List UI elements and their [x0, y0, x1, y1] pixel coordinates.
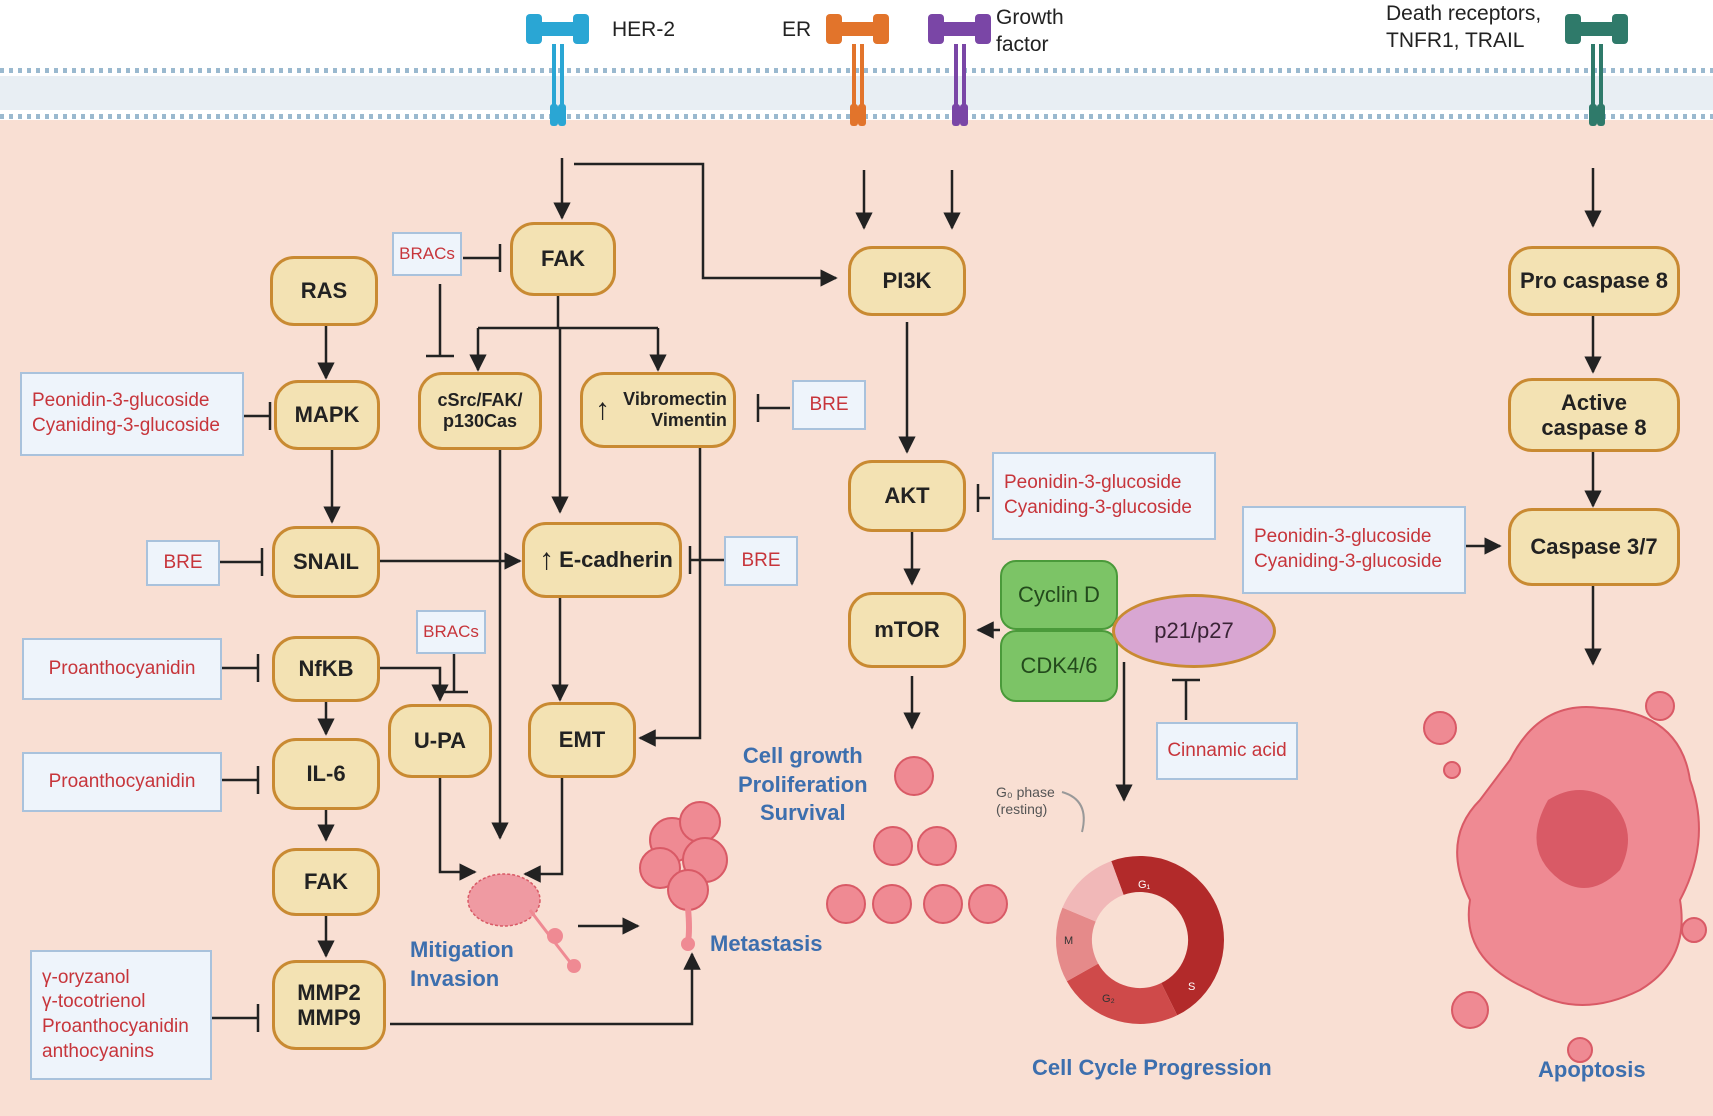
fak-lower-node: FAK [272, 848, 380, 916]
phase-g2-label: G₂ [1102, 993, 1115, 1005]
er-label: ER [782, 18, 812, 41]
fak-node: FAK [510, 222, 616, 296]
akt-node: AKT [848, 460, 966, 532]
her2-receptor-icon [526, 14, 589, 126]
e-cadherin-node: ↑ E-cadherin [522, 522, 682, 598]
g0-phase-label: G₀ phase (resting) [996, 784, 1055, 817]
death-receptors-label: Death receptors, TNFR1, TRAIL [1386, 2, 1542, 53]
bre-ecad-inhibition [688, 546, 724, 574]
apoptosis-label: Apoptosis [1538, 1057, 1646, 1082]
growth-factor-receptor-icon [928, 14, 991, 126]
bracs-box: BRACs [392, 232, 462, 276]
bre-vitronectin-box: BRE [792, 380, 866, 430]
p21-p27-node: p21/p27 [1112, 594, 1276, 668]
her2-label: HER-2 [612, 18, 676, 41]
proliferating-cells-icon [826, 756, 1008, 924]
phase-m-label: M [1064, 935, 1073, 947]
proantho-il6-inhibition [222, 766, 260, 794]
bracs-upa-inhibition [440, 648, 468, 694]
peonidin-mapk-inhibition [244, 402, 272, 430]
pro-caspase-8-node: Pro caspase 8 [1508, 246, 1680, 316]
phase-s-label: S [1188, 981, 1195, 993]
phase-g1-label: G₁ [1138, 879, 1151, 891]
il6-node: IL-6 [272, 738, 380, 810]
invasion-cells-icon [467, 873, 581, 973]
vitronectin-node: ↑ Vibromectin Vimentin [580, 372, 736, 448]
cell-cycle-ring-icon [1056, 791, 1224, 1024]
peonidin-caspase-box: Peonidin-3-glucoside Cyaniding-3-glucosi… [1242, 506, 1466, 594]
mmp-list-inhibition [212, 1004, 260, 1032]
pi3k-node: PI3K [848, 246, 966, 316]
cinnamic-p21-inhibition [1172, 678, 1200, 720]
nfkb-node: NfKB [272, 636, 380, 702]
cell-growth-label: Cell growth Proliferation Survival [738, 743, 868, 826]
bre-ecadherin-box: BRE [724, 536, 798, 586]
bre-snail-inhibition [220, 548, 264, 576]
active-caspase-8-node: Active caspase 8 [1508, 378, 1680, 452]
cell-cycle-progression-label: Cell Cycle Progression [1032, 1055, 1272, 1080]
upa-to-invasion-arrow [438, 778, 477, 881]
vitronectin-label: Vibromectin Vimentin [623, 389, 727, 430]
er-receptor-icon [826, 14, 889, 126]
up-arrow-icon: ↑ [539, 543, 554, 576]
cdk4-6-node: CDK4/6 [1000, 630, 1118, 702]
tumor-cluster-icon [639, 801, 728, 951]
snail-node: SNAIL [272, 526, 380, 598]
mmp-to-metastasis-arrow [390, 952, 701, 1026]
death-receptor-icon [1565, 14, 1628, 126]
mitigation-invasion-label: Mitigation Invasion [410, 937, 514, 991]
cinnamic-acid-box: Cinnamic acid [1156, 722, 1298, 780]
bre-snail-box: BRE [146, 540, 220, 586]
e-cadherin-label: E-cadherin [559, 547, 673, 573]
bracs-upa-box: BRACs [416, 610, 486, 654]
mapk-node: MAPK [274, 380, 380, 450]
mmp-node: MMP2 MMP9 [272, 960, 386, 1050]
emt-node: EMT [528, 702, 636, 778]
peonidin-mapk-box: Peonidin-3-glucoside Cyaniding-3-glucosi… [20, 372, 244, 456]
fak-to-csrc-arrow [478, 326, 658, 370]
proanthocyanidin-nfkb-box: Proanthocyanidin [22, 638, 222, 700]
her2-to-pi3k-arrow [574, 162, 838, 287]
bracs-csrc-inhibition [426, 284, 454, 358]
nfkb-to-upa-arrow [380, 666, 449, 702]
proantho-nfkb-inhibition [222, 654, 260, 682]
proanthocyanidin-il6-box: Proanthocyanidin [22, 752, 222, 812]
bracs-fak-inhibition [463, 244, 502, 272]
apoptotic-cell-icon [1423, 691, 1707, 1063]
u-pa-node: U-PA [388, 704, 492, 778]
emt-to-invasion-arrow [523, 778, 564, 883]
ras-node: RAS [270, 256, 378, 326]
metastasis-label: Metastasis [710, 931, 823, 956]
mtor-node: mTOR [848, 592, 966, 668]
mmp-inhibitors-box: γ-oryzanol γ-tocotrienol Proanthocyanidi… [30, 950, 212, 1080]
bre-vitro-inhibition [756, 394, 790, 422]
vitro-to-emt-arrow [638, 448, 702, 747]
up-arrow-icon: ↑ [595, 393, 610, 426]
growth-factor-label: Growth factor [996, 6, 1064, 57]
peonidin-akt-box: Peonidin-3-glucoside Cyaniding-3-glucosi… [992, 452, 1216, 540]
peonidin-akt-inhibition [976, 484, 990, 512]
cyclin-d-node: Cyclin D [1000, 560, 1118, 630]
csrc-fak-node: cSrc/FAK/ p130Cas [418, 372, 542, 450]
caspase-3-7-node: Caspase 3/7 [1508, 508, 1680, 586]
